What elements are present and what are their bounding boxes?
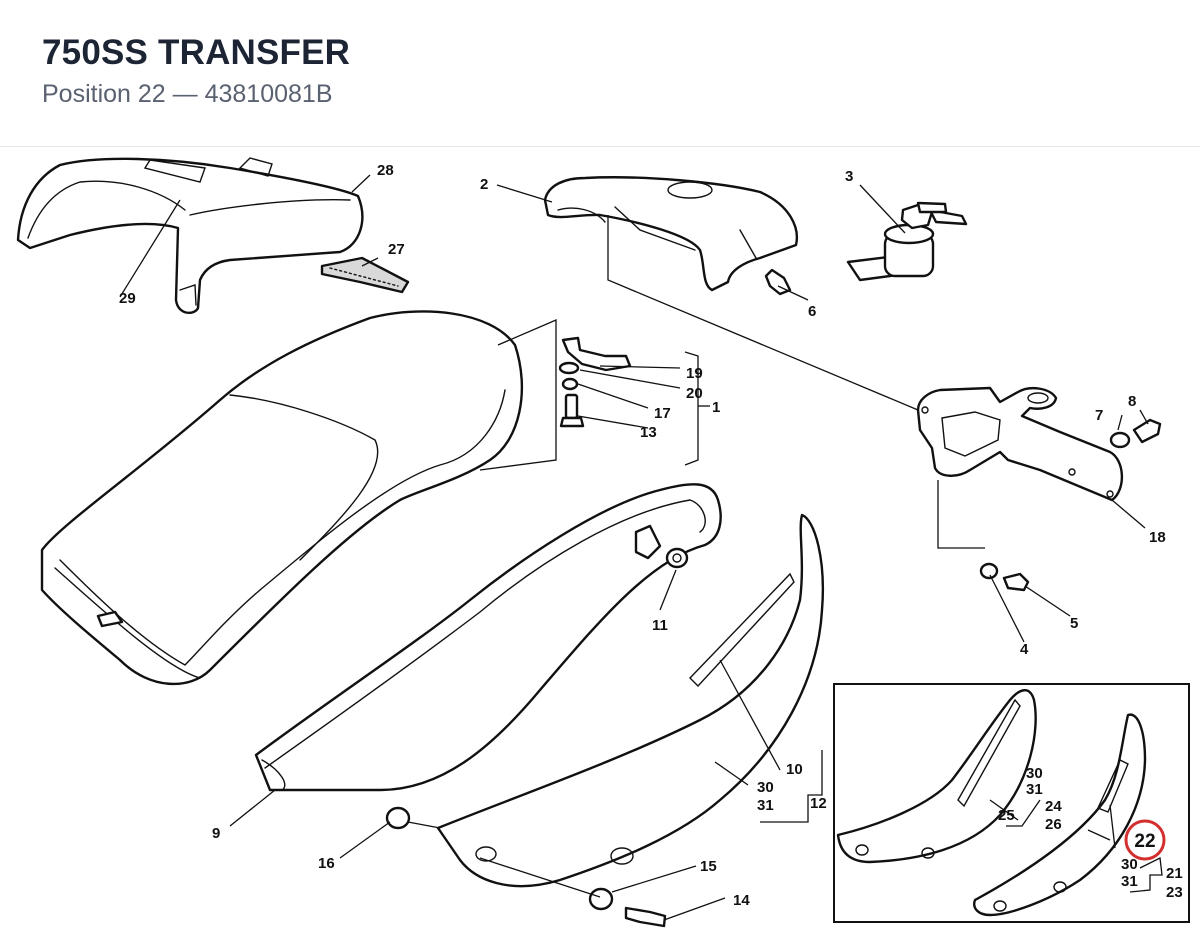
inset-callout-23: 23	[1166, 884, 1183, 901]
bolt-5-part[interactable]	[1002, 572, 1030, 592]
grommet-15-part[interactable]	[588, 887, 614, 911]
inset-panel-25-part[interactable]	[836, 689, 1037, 864]
page-title: 750SS TRANSFER	[42, 33, 351, 72]
callout-8: 8	[1128, 393, 1136, 410]
inset-callout-26: 26	[1045, 816, 1062, 833]
callout-1: 1	[712, 399, 720, 416]
side-panel-9-part[interactable]	[254, 483, 722, 792]
callout-18: 18	[1149, 529, 1166, 546]
callout-4: 4	[1020, 641, 1029, 658]
highlighted-position-22[interactable]: 22	[1124, 819, 1166, 861]
callout-7: 7	[1095, 407, 1103, 424]
callout-15: 15	[700, 858, 717, 875]
grommet-11-part[interactable]	[665, 547, 689, 569]
foam-strip-part[interactable]	[320, 256, 410, 294]
callout-9: 9	[212, 825, 220, 842]
washer-7-part[interactable]	[1109, 431, 1131, 449]
bolt-14-part[interactable]	[624, 906, 667, 928]
page-subtitle: Position 22 — 43810081B	[42, 80, 333, 108]
callout-2: 2	[480, 176, 488, 193]
bracket-assembly-part[interactable]	[558, 336, 632, 428]
page-header: 750SS TRANSFER Position 22 — 43810081B	[0, 0, 1200, 147]
inset-callout-30-left: 30	[1026, 765, 1043, 782]
callout-19: 19	[686, 365, 703, 382]
seat-cowl-part[interactable]	[543, 176, 799, 292]
seat-part[interactable]	[40, 310, 524, 686]
tail-cover-part[interactable]	[16, 157, 364, 314]
washer-4-part[interactable]	[979, 562, 999, 580]
callout-11: 11	[652, 617, 668, 634]
inset-callout-25: 25	[998, 807, 1015, 824]
bolt-6-part[interactable]	[764, 268, 792, 296]
inset-callout-22: 22	[1134, 831, 1155, 852]
callout-13: 13	[640, 424, 657, 441]
callout-3: 3	[845, 168, 853, 185]
exploded-parts-diagram: 28 27 29 2 3 6 19 20 17 13 1 8 7 18 5 4 …	[16, 157, 1190, 928]
inset-callout-24: 24	[1045, 798, 1062, 815]
callout-31: 31	[757, 797, 774, 814]
callout-27: 27	[388, 241, 405, 258]
seat-lock-part[interactable]	[846, 201, 968, 282]
callout-5: 5	[1070, 615, 1078, 632]
inset-callout-30-right: 30	[1121, 856, 1138, 873]
side-panel-12-part[interactable]	[436, 513, 824, 888]
inset-callout-21: 21	[1166, 865, 1183, 882]
callout-12: 12	[810, 795, 827, 812]
callout-20: 20	[686, 385, 703, 402]
callout-10: 10	[786, 761, 803, 778]
inset-callout-31-left: 31	[1026, 781, 1043, 798]
inset-callout-31-right: 31	[1121, 873, 1138, 890]
callout-6: 6	[808, 303, 816, 320]
grommet-16-part[interactable]	[385, 806, 411, 830]
callout-29: 29	[119, 290, 136, 307]
leader-lines	[119, 174, 1149, 921]
frame-bracket-part[interactable]	[916, 386, 1124, 502]
callout-labels: 28 27 29 2 3 6 19 20 17 13 1 8 7 18 5 4 …	[119, 162, 1166, 909]
callout-28: 28	[377, 162, 394, 179]
clip-part[interactable]	[634, 524, 662, 560]
callout-16: 16	[318, 855, 335, 872]
callout-17: 17	[654, 405, 671, 422]
callout-30: 30	[757, 779, 774, 796]
variant-inset: 30 31 25 24 26 30 31 21 23 22	[833, 683, 1190, 923]
callout-14: 14	[733, 892, 750, 909]
